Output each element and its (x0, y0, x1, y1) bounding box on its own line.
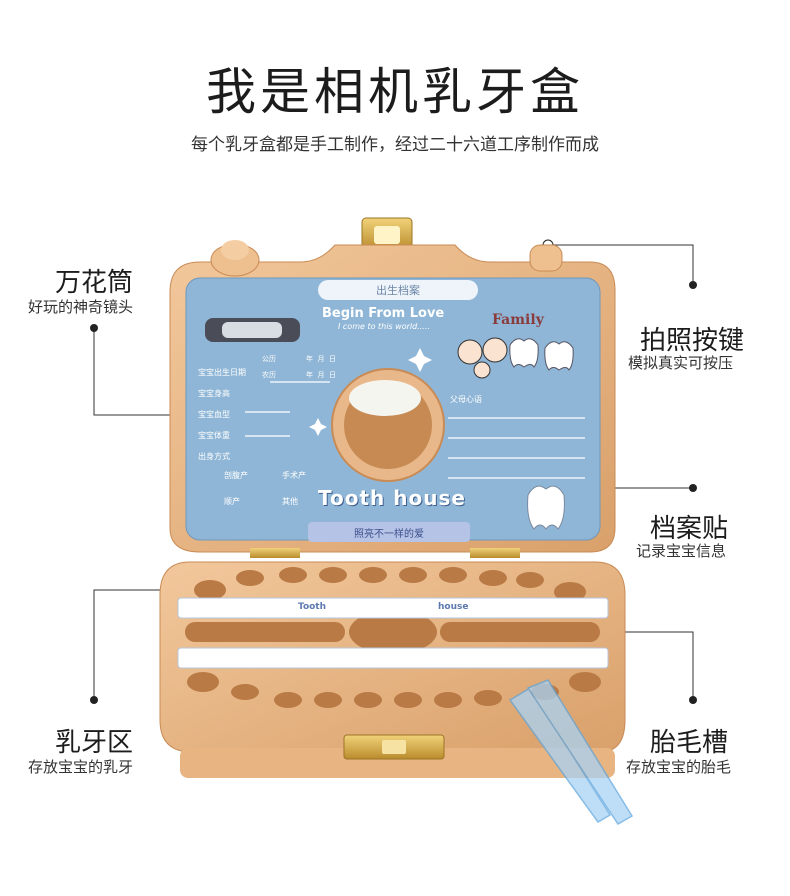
card-ribbon: 照亮不一样的爱 (354, 529, 424, 540)
card-field: 宝宝体重 (198, 431, 230, 440)
card-field: 宝宝血型 (198, 410, 230, 419)
card-banner: Begin From Love (322, 306, 445, 321)
tray-strip-left-text: Tooth (298, 602, 327, 612)
card-field: 出身方式 (198, 452, 230, 461)
callout-hair-desc: 存放宝宝的胎毛 (626, 758, 732, 776)
callout-shutter-desc: 模拟真实可按压 (628, 354, 734, 372)
card-family: Family (492, 312, 544, 328)
card-banner-sub: I come to this world..... (338, 322, 430, 331)
card-birth-surgery: 手术产 (282, 471, 306, 480)
card-birth-csection: 剖腹产 (224, 471, 248, 480)
card-logo: Tooth house (318, 486, 466, 510)
card-birth-other: 其他 (282, 497, 298, 506)
callout-kaleidoscope-title: 万花筒 (55, 268, 134, 298)
page-title: 我是相机乳牙盒 (206, 63, 584, 121)
callout-hair-title: 胎毛槽 (650, 728, 729, 758)
card-field: 宝宝出生日期 (198, 368, 246, 377)
card-birth-natural: 顺产 (224, 497, 240, 506)
callout-teeth-desc: 存放宝宝的乳牙 (28, 758, 134, 776)
card-date-units-solar: 年 月 日 (306, 355, 336, 363)
card-field-list: 宝宝出生日期 宝宝身高 宝宝血型 宝宝体重 出身方式 (198, 362, 246, 467)
card-parents-words: 父母心语 (450, 395, 482, 404)
card-field: 宝宝身高 (198, 389, 230, 398)
callout-sticker-desc: 记录宝宝信息 (636, 542, 727, 560)
page-subtitle: 每个乳牙盒都是手工制作，经过二十六道工序制作而成 (191, 135, 599, 155)
callout-shutter-title: 拍照按键 (640, 326, 745, 356)
card-date-units-lunar: 年 月 日 (306, 371, 336, 379)
card-calendar-solar: 公历 (262, 355, 276, 363)
card-tab-label: 出生档案 (376, 284, 420, 297)
callout-kaleidoscope-desc: 好玩的神奇镜头 (28, 298, 134, 316)
callout-teeth-title: 乳牙区 (55, 728, 134, 758)
tray-strip-right-text: house (438, 602, 469, 612)
callout-sticker-title: 档案贴 (650, 514, 729, 544)
card-calendar-lunar: 农历 (262, 371, 276, 379)
